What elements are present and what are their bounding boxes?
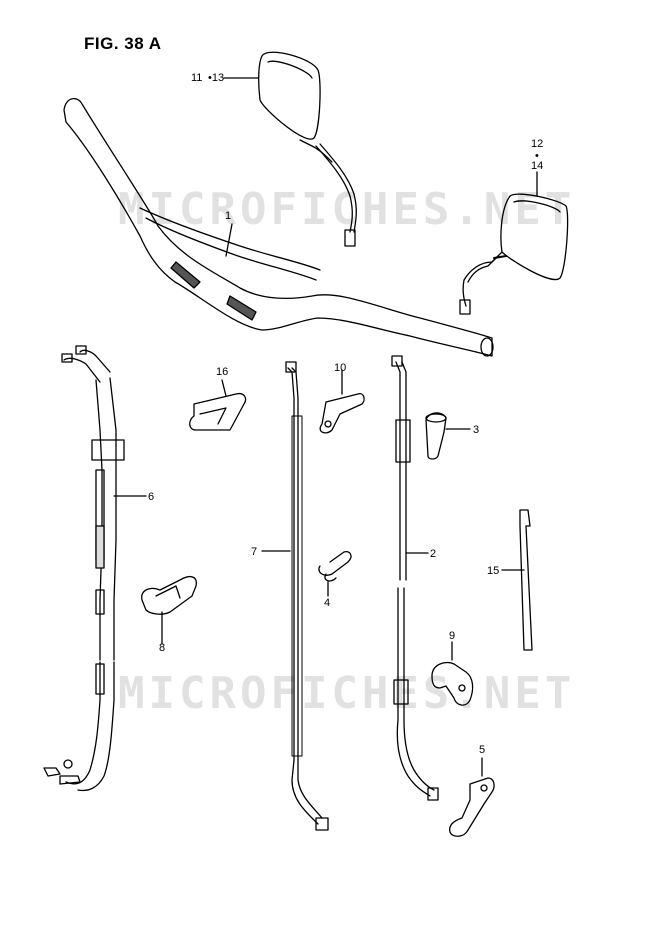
callout-14: 14: [531, 160, 544, 172]
clamp-16: [189, 379, 247, 431]
mirror-right: [459, 171, 569, 315]
callout-12: 12: [531, 138, 544, 150]
clip-4: [318, 550, 352, 597]
callout-16: 16: [216, 366, 229, 378]
callout-6: 6: [148, 491, 155, 503]
bracket-9: [431, 641, 474, 706]
callout-2: 2: [430, 548, 437, 560]
watermark-top: MICROFICHES.NET: [118, 184, 576, 235]
callout-9: 9: [449, 630, 456, 642]
callout-4: 4: [324, 597, 331, 609]
callout-1: 1: [225, 210, 232, 222]
handlebar: [63, 98, 494, 357]
mirror-left: [223, 51, 357, 247]
cable-2: [391, 355, 439, 801]
callout-7: 7: [251, 546, 258, 558]
tie-15: [501, 509, 533, 651]
watermark-bottom: MICROFICHES.NET: [118, 668, 576, 719]
callout-10: 10: [334, 362, 347, 374]
clamp-8: [141, 575, 197, 645]
boot-3: [425, 412, 471, 460]
callout-12-dot: •: [535, 150, 539, 162]
callout-3: 3: [473, 424, 480, 436]
bracket-5: [449, 757, 495, 837]
bracket-10: [319, 369, 365, 434]
figure-title: FIG. 38 A: [84, 34, 162, 53]
callout-11: 11: [191, 72, 203, 84]
cable-7: [261, 361, 329, 831]
callout-15: 15: [487, 565, 500, 577]
callout-5: 5: [479, 744, 486, 756]
throttle-cables: [43, 345, 147, 792]
callout-8: 8: [159, 642, 166, 654]
callout-13: •13: [208, 72, 225, 84]
